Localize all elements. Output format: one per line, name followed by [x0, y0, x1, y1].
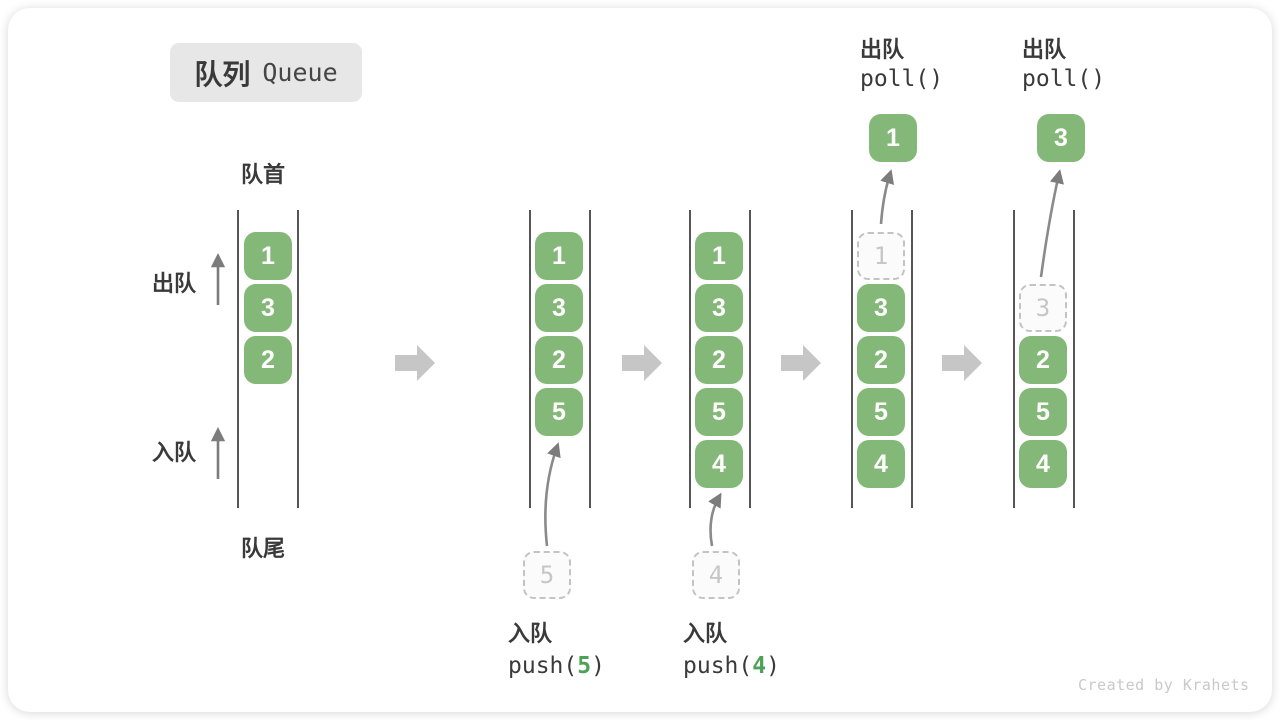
queue4-item: 5: [857, 388, 905, 436]
title-zh: 队列: [194, 58, 251, 90]
poll1-result-element: 1: [869, 114, 917, 162]
push4-code-suffix: ): [766, 653, 780, 679]
removed-element-slot: 3: [1019, 284, 1067, 332]
queue3-item: 2: [695, 336, 743, 384]
queue1-left-wall: [237, 210, 239, 508]
push5-code-arg: 5: [577, 653, 592, 679]
push4-code: push(4): [683, 653, 780, 679]
label-enqueue: 入队: [152, 440, 197, 465]
queue2-left-wall: [529, 210, 531, 508]
queue2-right-wall: [589, 210, 591, 508]
queue4-item: 3: [857, 284, 905, 332]
queue2-item: 1: [535, 232, 583, 280]
poll2-result-element: 3: [1037, 114, 1085, 162]
staged-element: 5: [523, 551, 571, 599]
title-badge: 队列 Queue: [170, 43, 362, 102]
push4-code-prefix: push(: [683, 653, 753, 679]
push4-code-arg: 4: [752, 653, 767, 679]
push5-op-label: 入队: [508, 621, 553, 646]
poll1-op-label: 出队: [860, 37, 905, 62]
poll2-code: poll(): [1022, 66, 1106, 92]
diagram-card: [8, 8, 1272, 712]
queue3-right-wall: [749, 210, 751, 508]
queue5-item: 5: [1019, 388, 1067, 436]
queue5-item: 2: [1019, 336, 1067, 384]
label-queue-rear: 队尾: [241, 536, 286, 561]
queue3-left-wall: [689, 210, 691, 508]
queue2-item: 3: [535, 284, 583, 332]
queue2-item: 2: [535, 336, 583, 384]
queue4-item: 4: [857, 440, 905, 488]
queue1-right-wall: [297, 210, 299, 508]
push5-code-suffix: ): [591, 653, 605, 679]
queue5-right-wall: [1073, 210, 1075, 508]
queue3-item: 5: [695, 388, 743, 436]
removed-element-slot: 1: [857, 232, 905, 280]
queue1-item: 1: [244, 232, 292, 280]
queue5-item: 4: [1019, 440, 1067, 488]
queue1-item: 3: [244, 284, 292, 332]
queue3-item: 4: [695, 440, 743, 488]
queue5-left-wall: [1013, 210, 1015, 508]
queue2-item: 5: [535, 388, 583, 436]
queue3-item: 3: [695, 284, 743, 332]
label-dequeue: 出队: [152, 271, 197, 296]
queue4-item: 2: [857, 336, 905, 384]
queue4-left-wall: [851, 210, 853, 508]
queue1-item: 2: [244, 336, 292, 384]
queue3-item: 1: [695, 232, 743, 280]
push5-code-prefix: push(: [508, 653, 578, 679]
push4-op-label: 入队: [683, 621, 728, 646]
poll2-op-label: 出队: [1022, 37, 1067, 62]
queue4-right-wall: [911, 210, 913, 508]
push5-code: push(5): [508, 653, 605, 679]
staged-element: 4: [692, 551, 740, 599]
poll1-code: poll(): [860, 66, 944, 92]
label-queue-front: 队首: [241, 162, 286, 187]
watermark: Created by Krahets: [1078, 676, 1250, 694]
title-en: Queue: [262, 58, 338, 87]
